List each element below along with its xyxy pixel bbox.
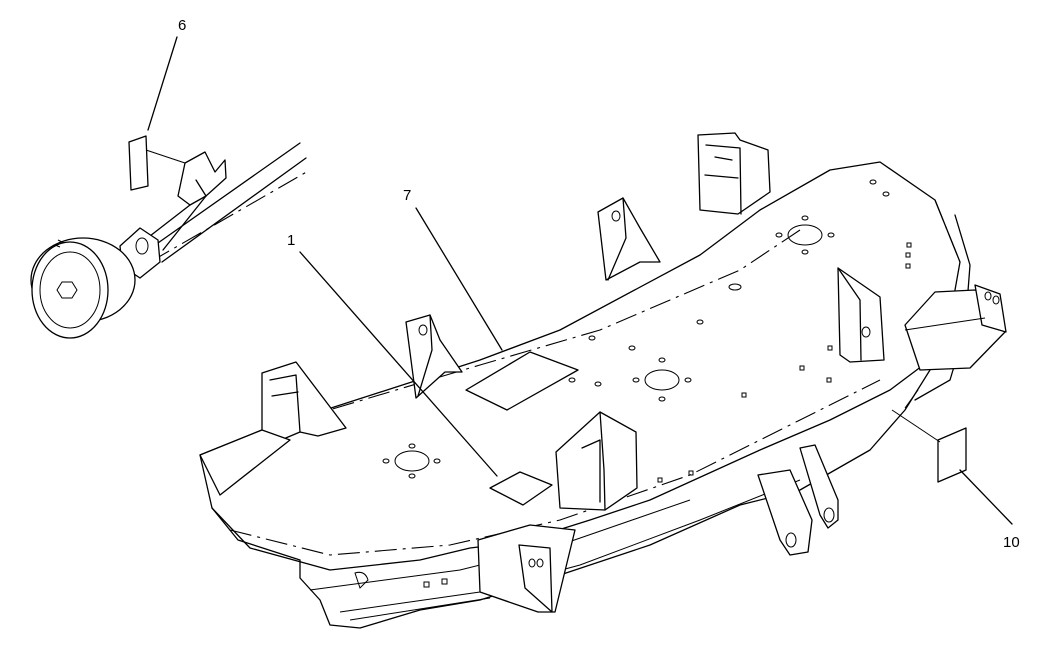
decal-1 (489, 471, 553, 506)
rear-bracket-right (697, 132, 771, 215)
leader-lines (147, 36, 1013, 525)
front-hinge-brackets (757, 444, 839, 556)
front-left-bracket (354, 524, 576, 613)
callout-10: 10 (1003, 534, 1020, 551)
left-trim-plate (199, 429, 291, 496)
bolt-circle-center (632, 357, 692, 402)
rear-bracket-center (597, 197, 661, 281)
right-panel-bracket (837, 267, 885, 363)
callout-6: 6 (178, 17, 186, 34)
right-side-bracket (904, 284, 1007, 371)
callout-1: 1 (287, 232, 295, 249)
decal-10 (891, 409, 967, 483)
callout-7: 7 (403, 187, 411, 204)
rear-bracket-left (405, 314, 463, 399)
bolt-circle-left (382, 443, 441, 479)
decal-7 (465, 351, 579, 411)
center-front-bracket (555, 411, 638, 511)
bolt-circle-right (775, 215, 835, 255)
decal-6 (128, 135, 186, 191)
caster-wheel-assembly (30, 142, 311, 339)
